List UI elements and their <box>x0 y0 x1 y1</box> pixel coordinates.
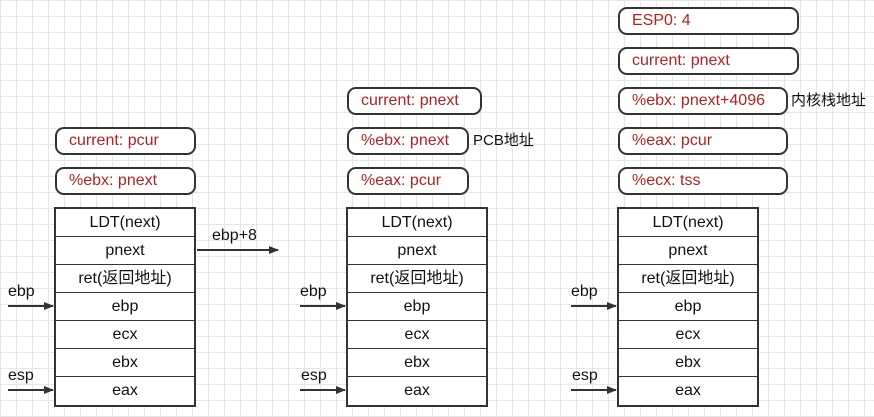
col2-pcb-address-note: PCB地址 <box>473 132 534 149</box>
col2-stack-cell-pnext: pnext <box>348 237 486 265</box>
col1-stack-cell-ldt: LDT(next) <box>56 209 194 237</box>
col3-current-register: current: pnext <box>618 47 799 75</box>
col2-stack-cell-eax: eax <box>404 382 430 399</box>
col3-ebp-pointer-label: ebp <box>571 283 598 300</box>
col1-ebp8-label: ebp+8 <box>212 227 257 244</box>
col3-ebx-register: %ebx: pnext+4096 <box>618 87 788 115</box>
col1-stack-cell-pnext: pnext <box>56 237 194 265</box>
col3-stack-cell-eax: eax <box>675 382 701 399</box>
col1-stack-cell-ret: ret(返回地址) <box>56 265 194 293</box>
col1-current-register: current: pcur <box>55 127 196 155</box>
col3-ecx-register: %ecx: tss <box>618 167 788 195</box>
col1-esp-pointer-label: esp <box>8 367 34 384</box>
col3-stack-cell-ebx: ebx <box>619 349 757 377</box>
col2-ebp-pointer-label: ebp <box>300 283 327 300</box>
col3-stack-cell-pnext: pnext <box>619 237 757 265</box>
col2-stack-cell-ldt: LDT(next) <box>348 209 486 237</box>
col2-stack-cell-ebp: ebp <box>348 293 486 321</box>
col2-stack: LDT(next) pnext ret(返回地址) ebp ecx ebx ea… <box>346 207 488 407</box>
col3-stack-cell-ldt: LDT(next) <box>619 209 757 237</box>
col3-stack-cell-ecx: ecx <box>619 321 757 349</box>
col1-stack-cell-eax: eax <box>112 382 138 399</box>
col2-esp-pointer-label: esp <box>301 367 327 384</box>
col1-stack-cell-ebp: ebp <box>56 293 194 321</box>
col3-eax-register: %eax: pcur <box>618 127 788 155</box>
col2-stack-cell-ebx: ebx <box>348 349 486 377</box>
col3-stack-cell-ret: ret(返回地址) <box>619 265 757 293</box>
col3-esp-pointer-label: esp <box>572 367 598 384</box>
col2-stack-cell-ret: ret(返回地址) <box>348 265 486 293</box>
col3-stack: LDT(next) pnext ret(返回地址) ebp ecx ebx ea… <box>617 207 759 407</box>
col2-stack-cell-ecx: ecx <box>348 321 486 349</box>
col1-ebx-register: %ebx: pnext <box>55 167 196 195</box>
col2-eax-register: %eax: pcur <box>347 167 469 195</box>
col2-current-register: current: pnext <box>347 87 482 115</box>
col3-kernel-stack-note: 内核栈地址 <box>791 92 867 109</box>
col3-esp0-register: ESP0: 4 <box>618 7 799 35</box>
col1-stack: LDT(next) pnext ret(返回地址) ebp ecx ebx ea… <box>54 207 196 407</box>
col1-ebp-pointer-label: ebp <box>8 283 35 300</box>
col3-stack-cell-ebp: ebp <box>619 293 757 321</box>
col1-stack-cell-ebx: ebx <box>56 349 194 377</box>
col1-stack-cell-ecx: ecx <box>56 321 194 349</box>
col2-ebx-register: %ebx: pnext <box>347 127 469 155</box>
